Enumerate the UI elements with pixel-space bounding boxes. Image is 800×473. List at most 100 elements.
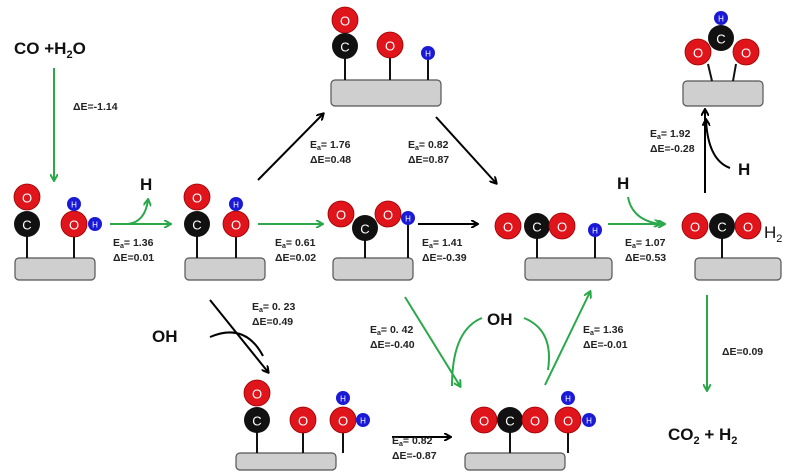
reaction-energy: ΔE=-0.01 (583, 339, 628, 351)
atom-symbol: O (741, 46, 751, 61)
atom-symbol: H (718, 15, 724, 24)
activation-energy: Ea= 1.92 (650, 128, 691, 141)
hydrogen-atom: H (588, 223, 602, 237)
oxygen-atom: O (183, 183, 211, 211)
activation-energy: Ea= 0. 23 (252, 301, 295, 314)
atom-symbol: O (530, 414, 540, 429)
favored-reaction-arrow (544, 292, 590, 386)
step-label-desorption: ΔE=0.09 (722, 346, 763, 358)
reaction-arrow (209, 299, 268, 372)
oxygen-atom: O (13, 183, 41, 211)
catalyst-surface (682, 80, 764, 107)
oxygen-atom: O (60, 210, 88, 238)
oxygen-atom: O (289, 406, 317, 434)
reaction-arrow (257, 114, 323, 181)
reaction-energy: ΔE=0.53 (625, 252, 666, 264)
carbon-atom: C (497, 407, 523, 433)
products-label: CO2 + H2 (668, 425, 737, 447)
atom-symbol: H (233, 201, 239, 210)
reaction-energy: ΔE=0.09 (722, 346, 763, 358)
atom-symbol: H (92, 221, 98, 230)
reaction-energy: ΔE=0.49 (252, 316, 293, 328)
oxygen-atom: O (732, 38, 760, 66)
atom-symbol: O (298, 414, 308, 429)
reaction-energy: ΔE=0.48 (310, 154, 351, 166)
oxygen-atom: O (681, 212, 709, 240)
reaction-arrow (209, 331, 264, 357)
hydrogen-atom: H (421, 46, 435, 60)
oxygen-atom: O (494, 212, 522, 240)
oxygen-atom: O (376, 31, 404, 59)
atom-symbol: C (717, 220, 726, 235)
reaction-energy: ΔE=0.01 (113, 252, 154, 264)
hydrogen-atom: H (67, 197, 81, 211)
oxygen-atom: O (331, 6, 359, 34)
atom-symbol: O (338, 414, 348, 429)
favored-reaction-arrow (127, 200, 148, 225)
activation-energy: Ea= 1.36 (583, 324, 624, 337)
carbon-atom: C (708, 25, 734, 51)
catalyst-surface (694, 257, 782, 281)
activation-energy: Ea= 1.36 (113, 237, 154, 250)
atom-symbol: C (22, 218, 31, 233)
atom-symbol: H (565, 395, 571, 404)
h2-label: H2 (764, 223, 782, 245)
atom-symbol: O (231, 218, 241, 233)
reaction-energy: ΔE=-0.87 (392, 450, 437, 462)
step-label-adsorption: ΔE=-1.14 (73, 101, 118, 113)
atom-symbol: O (690, 220, 700, 235)
catalyst-surface (524, 257, 613, 281)
reaction-energy: ΔE=0.02 (275, 252, 316, 264)
activation-energy: Ea= 0. 42 (370, 324, 413, 337)
catalyst-surface (235, 452, 337, 471)
h-added-label-2: H (738, 160, 750, 179)
atom-symbol: H (405, 215, 411, 224)
hydrogen-atom: H (561, 391, 575, 405)
atom-symbol: H (360, 417, 366, 426)
catalyst-surface (464, 452, 566, 471)
activation-energy: Ea= 0.61 (275, 237, 316, 250)
oxygen-atom: O (243, 379, 271, 407)
catalyst-surface (184, 257, 266, 281)
oh-label: OH (152, 327, 178, 346)
activation-energy: Ea= 1.41 (422, 237, 463, 250)
reaction-energy: ΔE=-0.28 (650, 143, 695, 155)
atom-symbol: O (383, 208, 393, 223)
carbon-atom: C (352, 215, 378, 241)
atom-symbol: O (479, 414, 489, 429)
oxygen-atom: O (470, 406, 498, 434)
carbon-atom: C (524, 213, 550, 239)
oxygen-atom: O (734, 212, 762, 240)
hydrogen-atom: H (336, 391, 350, 405)
hydrogen-atom: H (356, 413, 370, 427)
oh-label-2: OH (487, 310, 513, 329)
atom-symbol: O (192, 191, 202, 206)
h-added-label: H (617, 174, 629, 193)
favored-reaction-arrow (404, 296, 460, 386)
atom-symbol: O (69, 218, 79, 233)
favored-reaction-arrow (523, 317, 550, 371)
atom-symbol: O (336, 208, 346, 223)
atom-symbol: C (505, 414, 514, 429)
adsorption-bond (707, 63, 713, 82)
oxygen-atom: O (327, 200, 355, 228)
atom-symbol: O (743, 220, 753, 235)
reactants-label: CO +H2O (14, 39, 86, 61)
oxygen-atom: O (684, 38, 712, 66)
carbon-atom: C (184, 211, 210, 237)
oxygen-atom: O (222, 210, 250, 238)
atom-symbol: C (716, 32, 725, 47)
activation-energy: Ea= 0.82 (408, 139, 449, 152)
activation-energy: Ea= 1.76 (310, 139, 351, 152)
atom-symbol: C (532, 220, 541, 235)
atom-symbol: H (340, 395, 346, 404)
catalyst-surface (14, 257, 96, 281)
oxygen-atom: O (554, 406, 582, 434)
hydrogen-atom: H (401, 211, 415, 225)
